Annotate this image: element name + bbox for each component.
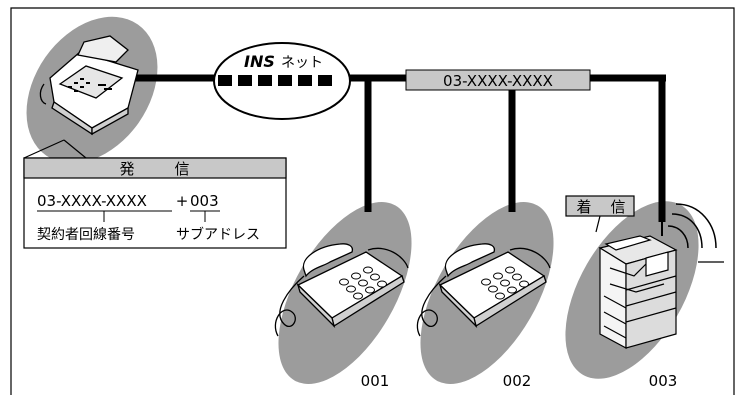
telephone-001: [274, 243, 409, 337]
receiving-label-pointer: [595, 215, 601, 233]
number-caption: 契約者回線番号: [37, 227, 135, 243]
multifunction-printer-003: [598, 235, 678, 350]
device-label-003: 003: [649, 372, 678, 390]
subscriber-number: 03-XXXX-XXXX: [443, 72, 553, 90]
sender-title-right: 信: [174, 160, 189, 178]
callout-right: [63, 139, 87, 159]
ins-network: INS ネット: [213, 42, 351, 120]
receiving-label-left: 着: [576, 198, 591, 216]
sender-number: 03-XXXX-XXXX: [37, 192, 147, 210]
subscriber-number-bar: 03-XXXX-XXXX: [405, 69, 591, 91]
device-label-001: 001: [361, 372, 390, 390]
subaddress-caption: サブアドレス: [176, 226, 260, 243]
sender-plus: +: [176, 192, 189, 210]
antenna-icon: [661, 203, 724, 263]
receiving-label-right: 信: [610, 198, 625, 216]
sender-subaddress: 003: [190, 192, 219, 210]
callout-left: [23, 139, 65, 159]
frame-border: [10, 7, 735, 395]
sender-fax-machine: [39, 35, 139, 136]
ins-dashed-line: [218, 75, 332, 86]
ins-label-bold: INS: [244, 52, 275, 71]
sender-title-left: 発: [119, 160, 134, 178]
device-label-002: 002: [503, 372, 532, 390]
sender-info-box: 発 信 03-XXXX-XXXX + 003 契約者回線番号 サブアドレス: [23, 157, 287, 249]
sender-info-header: [23, 157, 287, 179]
receiving-label: 着 信: [565, 195, 635, 233]
subscriber-number-bar-bg: [405, 69, 591, 91]
ins-label-suffix: ネット: [281, 55, 323, 71]
telephone-002: [416, 243, 551, 337]
